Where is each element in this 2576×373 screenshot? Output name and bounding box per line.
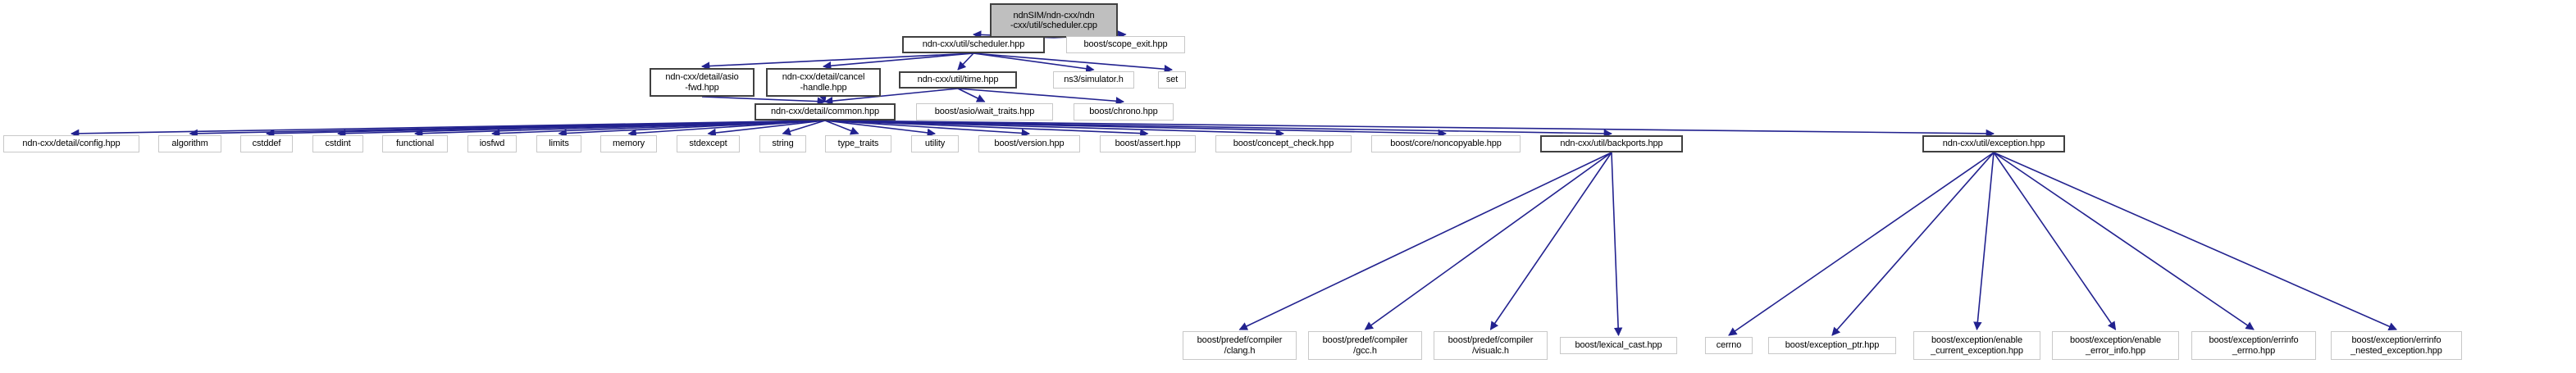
edge-common_hpp-to-stdexcept bbox=[707, 120, 826, 138]
graph-node-set[interactable]: set bbox=[1158, 71, 1186, 89]
edge-scheduler_hpp-to-set bbox=[973, 52, 1174, 74]
edge-common_hpp-to-cstdint bbox=[336, 120, 826, 138]
edge-backports-to-predef_visualc bbox=[1489, 152, 1612, 330]
edge-exception_hpp-to-cerrno bbox=[1728, 152, 1995, 336]
graph-node-enable_current[interactable]: boost/exception/enable _current_exceptio… bbox=[1913, 331, 2040, 360]
edge-exception_hpp-to-enable_errinfo bbox=[1993, 152, 2117, 330]
edge-common_hpp-to-concept_check bbox=[824, 120, 1285, 138]
graph-node-enable_errinfo[interactable]: boost/exception/enable _error_info.hpp bbox=[2052, 331, 2179, 360]
graph-node-lexical_cast[interactable]: boost/lexical_cast.hpp bbox=[1560, 337, 1677, 354]
graph-node-predef_clang[interactable]: boost/predef/compiler /clang.h bbox=[1183, 331, 1297, 360]
graph-node-memory[interactable]: memory bbox=[600, 135, 657, 152]
edge-exception_hpp-to-errinfo_nested bbox=[1993, 152, 2397, 330]
edge-scheduler_hpp-to-time_hpp bbox=[957, 52, 974, 71]
graph-node-ns3_simulator[interactable]: ns3/simulator.h bbox=[1053, 71, 1134, 89]
edge-backports-to-predef_gcc bbox=[1364, 152, 1612, 330]
edge-backports-to-predef_clang bbox=[1238, 152, 1612, 330]
graph-node-noncopyable[interactable]: boost/core/noncopyable.hpp bbox=[1371, 135, 1521, 152]
edge-asio_fwd-to-common_hpp bbox=[701, 96, 827, 106]
edge-scheduler_hpp-to-asio_fwd bbox=[700, 52, 974, 71]
graph-node-cstddef[interactable]: cstddef bbox=[240, 135, 293, 152]
graph-node-config_hpp[interactable]: ndn-cxx/detail/config.hpp bbox=[3, 135, 139, 152]
graph-node-assert_hpp[interactable]: boost/assert.hpp bbox=[1100, 135, 1196, 152]
graph-node-algorithm[interactable]: algorithm bbox=[158, 135, 221, 152]
edge-backports-to-lexical_cast bbox=[1611, 152, 1623, 337]
edge-common_hpp-to-algorithm bbox=[189, 120, 826, 139]
graph-node-string[interactable]: string bbox=[759, 135, 806, 152]
edge-common_hpp-to-backports bbox=[824, 120, 1613, 139]
edge-common_hpp-to-exception_hpp bbox=[824, 120, 1995, 139]
edge-common_hpp-to-iosfwd bbox=[490, 120, 826, 138]
edge-common_hpp-to-assert_hpp bbox=[824, 120, 1149, 138]
graph-node-exception_ptr[interactable]: boost/exception_ptr.hpp bbox=[1768, 337, 1896, 354]
graph-node-concept_check[interactable]: boost/concept_check.hpp bbox=[1215, 135, 1352, 152]
graph-node-cancel_handle[interactable]: ndn-cxx/detail/cancel -handle.hpp bbox=[766, 68, 881, 97]
graph-node-cerrno[interactable]: cerrno bbox=[1705, 337, 1753, 354]
graph-node-type_traits[interactable]: type_traits bbox=[825, 135, 891, 152]
edge-scheduler_hpp-to-cancel_handle bbox=[822, 52, 974, 71]
graph-node-root[interactable]: ndnSIM/ndn-cxx/ndn -cxx/util/scheduler.c… bbox=[990, 3, 1118, 38]
graph-node-backports[interactable]: ndn-cxx/util/backports.hpp bbox=[1540, 135, 1683, 152]
edge-exception_hpp-to-errinfo_errno bbox=[1993, 152, 2255, 330]
edge-scheduler_hpp-to-ns3_simulator bbox=[973, 52, 1095, 73]
edge-exception_hpp-to-enable_current bbox=[1973, 152, 1995, 331]
edge-common_hpp-to-cstddef bbox=[265, 120, 826, 138]
graph-node-predef_visualc[interactable]: boost/predef/compiler /visualc.h bbox=[1434, 331, 1548, 360]
graph-node-iosfwd[interactable]: iosfwd bbox=[467, 135, 517, 152]
graph-node-common_hpp[interactable]: ndn-cxx/detail/common.hpp bbox=[755, 103, 896, 121]
graph-node-functional[interactable]: functional bbox=[382, 135, 448, 152]
edge-time_hpp-to-wait_traits bbox=[957, 88, 986, 102]
graph-node-chrono[interactable]: boost/chrono.hpp bbox=[1074, 103, 1174, 121]
edge-common_hpp-to-noncopyable bbox=[824, 120, 1448, 139]
edge-common_hpp-to-type_traits bbox=[824, 120, 859, 135]
edge-common_hpp-to-memory bbox=[627, 120, 826, 138]
edge-exception_hpp-to-exception_ptr bbox=[1831, 152, 1995, 336]
graph-node-cstdint[interactable]: cstdint bbox=[312, 135, 363, 152]
graph-node-scheduler_hpp[interactable]: ndn-cxx/util/scheduler.hpp bbox=[902, 36, 1045, 53]
edge-common_hpp-to-functional bbox=[413, 120, 826, 138]
edge-common_hpp-to-version_hpp bbox=[824, 120, 1031, 138]
edge-common_hpp-to-config_hpp bbox=[70, 120, 826, 139]
edge-common_hpp-to-limits bbox=[558, 120, 826, 138]
edge-common_hpp-to-utility bbox=[824, 120, 937, 138]
graph-node-utility[interactable]: utility bbox=[911, 135, 959, 152]
graph-node-errinfo_errno[interactable]: boost/exception/errinfo _errno.hpp bbox=[2191, 331, 2316, 360]
graph-node-predef_gcc[interactable]: boost/predef/compiler /gcc.h bbox=[1308, 331, 1422, 360]
graph-node-errinfo_nested[interactable]: boost/exception/errinfo _nested_exceptio… bbox=[2331, 331, 2462, 360]
graph-node-asio_fwd[interactable]: ndn-cxx/detail/asio -fwd.hpp bbox=[650, 68, 755, 97]
graph-node-version_hpp[interactable]: boost/version.hpp bbox=[978, 135, 1080, 152]
edge-common_hpp-to-string bbox=[782, 120, 826, 136]
graph-node-wait_traits[interactable]: boost/asio/wait_traits.hpp bbox=[916, 103, 1053, 121]
graph-node-scope_exit[interactable]: boost/scope_exit.hpp bbox=[1066, 36, 1185, 53]
edge-cancel_handle-to-common_hpp bbox=[818, 93, 827, 102]
graph-node-stdexcept[interactable]: stdexcept bbox=[677, 135, 740, 152]
graph-node-exception_hpp[interactable]: ndn-cxx/util/exception.hpp bbox=[1922, 135, 2065, 152]
graph-node-limits[interactable]: limits bbox=[536, 135, 581, 152]
graph-node-time_hpp[interactable]: ndn-cxx/util/time.hpp bbox=[899, 71, 1017, 89]
edge-time_hpp-to-chrono bbox=[957, 88, 1125, 106]
